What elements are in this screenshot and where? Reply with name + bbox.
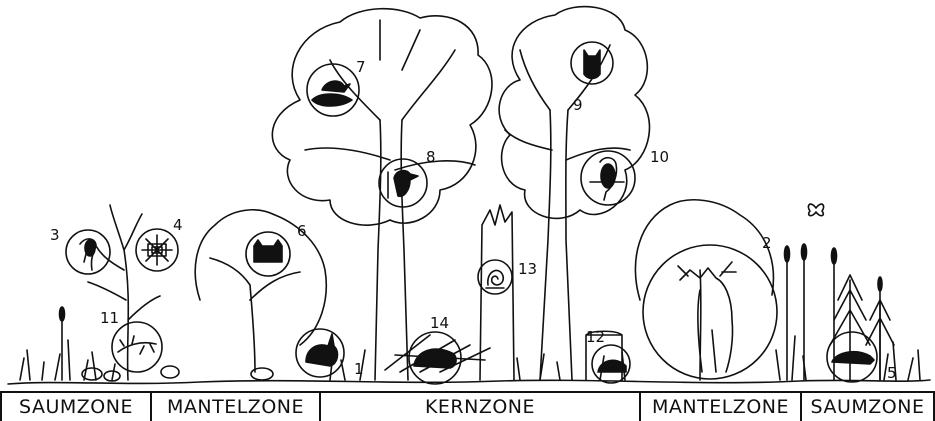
marker-9: 9	[573, 98, 583, 113]
zone-saum-right: SAUMZONE	[800, 393, 935, 421]
marker-11: 11	[100, 311, 119, 326]
marker-1: 1	[354, 362, 364, 377]
marker-10: 10	[650, 150, 669, 165]
inset-circle-2	[643, 245, 777, 379]
hedgehog-icon	[414, 349, 456, 368]
mole-icon	[832, 352, 874, 364]
marker-7: 7	[356, 60, 366, 75]
marker-8: 8	[426, 150, 436, 165]
marker-4: 4	[173, 218, 183, 233]
zone-bar: SAUMZONE MANTELZONE KERNZONE MANTELZONE …	[0, 391, 935, 421]
deer-icon	[678, 262, 736, 372]
marker-2: 2	[762, 236, 772, 251]
reed-4-head	[832, 248, 837, 264]
hare-icon	[306, 334, 337, 366]
spider-web-icon	[142, 235, 172, 265]
owl-icon	[584, 50, 600, 79]
hoopoe-body	[601, 164, 615, 188]
big-tree-left-canopy	[272, 9, 492, 225]
bird-of-prey-body	[85, 240, 95, 256]
zone-saum-left: SAUMZONE	[0, 393, 150, 421]
reed-2-head	[785, 246, 790, 262]
landscape-illustration	[0, 0, 935, 391]
songbird-nest-icon	[312, 81, 352, 106]
marker-14: 14	[430, 316, 449, 331]
zone-kern: KERNZONE	[319, 393, 639, 421]
big-tree-right-trunk	[540, 110, 572, 380]
marker-13: 13	[518, 262, 537, 277]
inset-circle-13	[478, 260, 512, 294]
mantle-shrub-left	[195, 210, 326, 372]
grass-left	[20, 340, 115, 380]
lizard-icon	[118, 336, 156, 354]
snail-icon	[486, 270, 504, 288]
inset-circle-11	[112, 322, 162, 372]
marker-5: 5	[887, 366, 897, 381]
reed-3-head	[802, 244, 807, 260]
zone-mantel-right: MANTELZONE	[639, 393, 800, 421]
stone-3	[161, 366, 179, 378]
butterfly-icon	[808, 204, 823, 216]
big-tree-right-branches	[505, 45, 630, 160]
woodpecker-icon	[388, 171, 418, 198]
broken-stump	[480, 205, 514, 380]
marker-3: 3	[50, 228, 60, 243]
reed-5-head	[878, 277, 882, 291]
marker-6: 6	[297, 224, 307, 239]
wildcat-icon	[254, 240, 282, 262]
reed-1-head	[60, 307, 65, 321]
zone-mantel-left: MANTELZONE	[150, 393, 319, 421]
marker-12: 12	[586, 330, 605, 345]
